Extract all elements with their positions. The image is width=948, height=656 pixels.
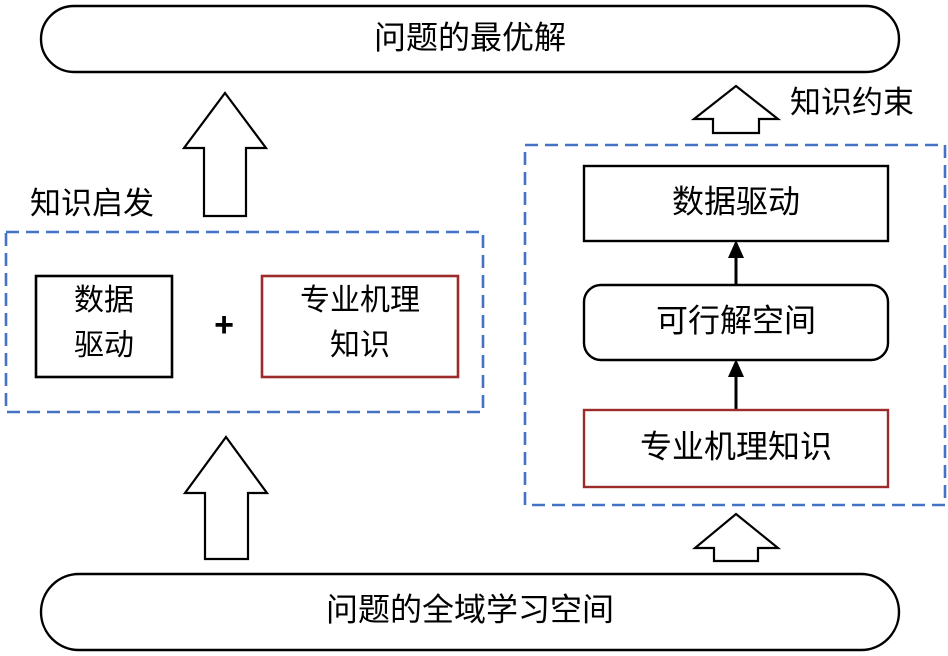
node-right-data-driven: 数据驱动 (582, 164, 890, 243)
right-domain-knowledge-shape (582, 408, 890, 489)
left-data-driven-label-line1: 数据 (74, 284, 134, 317)
left-domain-knowledge-label-line2: 知识 (330, 329, 390, 362)
arrow-space-to-heuristic (182, 435, 270, 561)
arrow-head-icon (728, 359, 744, 377)
block-arrow-up-icon (181, 91, 269, 218)
node-left-data-driven: 数据 驱动 (34, 274, 174, 379)
arrow-space-to-constraint (691, 512, 782, 563)
arrow-head-icon (728, 240, 744, 258)
node-right-feasible-space: 可行解空间 (582, 283, 890, 362)
top-goal-label: 问题的最优解 (374, 19, 566, 55)
left-data-driven-label-line2: 驱动 (74, 329, 134, 362)
group-box-knowledge-constraint (523, 143, 947, 507)
right-data-driven-shape (582, 164, 890, 243)
right-data-driven-label: 数据驱动 (672, 183, 800, 219)
group-label-knowledge-constraint: 知识约束 (790, 85, 914, 120)
block-arrow-up-icon (690, 84, 782, 135)
arrow-heuristic-to-goal (181, 91, 269, 218)
top-goal-shape (39, 4, 901, 74)
left-data-driven-shape (34, 274, 174, 379)
right-feasible-space-label: 可行解空间 (656, 302, 816, 338)
arrow-knowledge-to-feasible (728, 359, 744, 410)
group-label-knowledge-heuristic: 知识启发 (30, 186, 154, 221)
right-domain-knowledge-label: 专业机理知识 (640, 428, 832, 464)
group-box-knowledge-heuristic (4, 230, 485, 414)
left-domain-knowledge-shape (260, 274, 460, 379)
bottom-space-label: 问题的全域学习空间 (326, 591, 614, 627)
arrow-constraint-to-goal (690, 84, 782, 135)
plus-operator: + (214, 306, 234, 344)
node-top-goal: 问题的最优解 (39, 4, 901, 74)
block-arrow-up-icon (182, 435, 270, 561)
left-domain-knowledge-label-line1: 专业机理 (300, 284, 420, 317)
node-bottom-space: 问题的全域学习空间 (39, 572, 901, 652)
arrow-feasible-to-data (728, 240, 744, 285)
block-arrow-up-icon (691, 512, 782, 563)
node-right-domain-knowledge: 专业机理知识 (582, 408, 890, 489)
node-left-domain-knowledge: 专业机理 知识 (260, 274, 460, 379)
bottom-space-shape (39, 572, 901, 652)
